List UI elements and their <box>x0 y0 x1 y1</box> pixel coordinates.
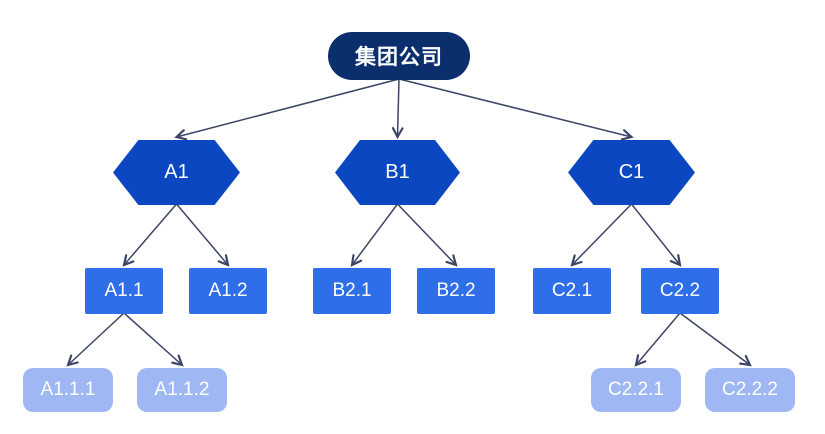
node-label: A1.1.2 <box>154 379 210 400</box>
edge-b1-to-b2_1 <box>350 203 399 267</box>
edge-root-to-c1 <box>398 78 634 141</box>
node-label: C2.2 <box>659 280 701 301</box>
node-label: B1 <box>385 161 410 183</box>
edge-c1-to-c2_2 <box>630 203 682 267</box>
node-label: B2.2 <box>436 280 476 301</box>
node-a1: A1 <box>113 140 240 205</box>
edge-root-to-a1 <box>174 78 400 141</box>
node-label: A1.1.1 <box>40 379 96 400</box>
node-a1-1: A1.1 <box>85 268 163 314</box>
node-a1-2: A1.2 <box>189 268 267 314</box>
node-root-group-company: 集团公司 <box>328 32 470 80</box>
edge-a1-to-a1_2 <box>175 203 230 267</box>
node-c2-1: C2.1 <box>533 268 611 314</box>
node-b1: B1 <box>335 140 460 205</box>
node-c2-2-1: C2.2.1 <box>591 368 681 412</box>
node-b2-1: B2.1 <box>313 268 391 314</box>
node-label: 集团公司 <box>355 46 443 69</box>
node-label: A1 <box>164 161 189 183</box>
node-label: C1 <box>618 161 645 183</box>
node-label: C2.2.1 <box>608 379 664 400</box>
node-label: C2.2.2 <box>722 379 778 400</box>
edge-root-to-b1 <box>391 78 404 140</box>
node-b2-2: B2.2 <box>417 268 495 314</box>
node-a1-1-2: A1.1.2 <box>137 368 227 412</box>
node-c2-2: C2.2 <box>641 268 719 314</box>
node-label: A1.1 <box>104 280 144 301</box>
edge-a1-to-a1_1 <box>122 203 178 267</box>
node-label: A1.2 <box>208 280 248 301</box>
edge-a1_1-to-a1_1_1 <box>66 312 125 367</box>
node-c2-2-2: C2.2.2 <box>705 368 795 412</box>
node-label: B2.1 <box>332 280 372 301</box>
node-c1: C1 <box>568 140 695 205</box>
edge-b1-to-b2_2 <box>396 203 458 267</box>
node-a1-1-1: A1.1.1 <box>23 368 113 412</box>
edge-c1-to-c2_1 <box>570 203 633 267</box>
node-label: C2.1 <box>551 280 593 301</box>
edge-a1_1-to-a1_1_2 <box>123 312 184 367</box>
edge-c2_2-to-c2_2_1 <box>634 312 681 367</box>
edge-c2_2-to-c2_2_2 <box>679 312 752 367</box>
